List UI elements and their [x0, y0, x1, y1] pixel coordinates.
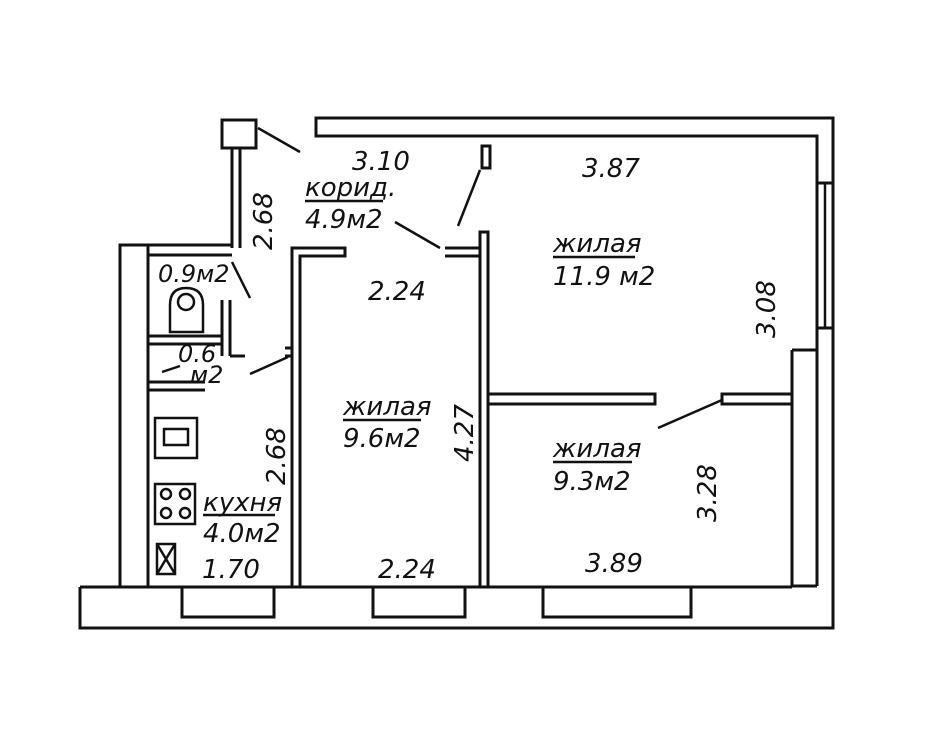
dim-bottom-right-height: 3.28: [693, 464, 723, 522]
dim-corridor-width: 3.10: [352, 147, 410, 177]
dimension-labels: 3.10 2.68 2.24 2.24 4.27 2.68 1.70 3.87 …: [202, 147, 782, 585]
bathroom-area: 0.9м2: [158, 260, 230, 288]
dim-middle-top: 2.24: [368, 277, 426, 307]
living-top-right-area: 11.9 м2: [553, 262, 655, 292]
toilet-area-value: 0.6: [178, 340, 216, 368]
living-middle-name: жилая: [342, 392, 432, 422]
dim-middle-height: 4.27: [450, 404, 480, 462]
interior-walls: [148, 144, 794, 589]
dim-kitchen-height: 2.68: [262, 427, 292, 485]
living-middle-area: 9.6м2: [343, 424, 421, 454]
kitchen-name: кухня: [203, 488, 282, 518]
kitchen-area: 4.0м2: [203, 519, 281, 549]
dim-top-right-height: 3.08: [752, 280, 782, 338]
toilet-icon: [168, 286, 205, 334]
stove-icon: [153, 482, 197, 526]
vent-box-icon: [155, 542, 177, 576]
dim-middle-bottom: 2.24: [378, 555, 436, 585]
doors: [230, 169, 723, 430]
living-bottom-right-name: жилая: [552, 434, 642, 464]
vent-shaft: [220, 118, 301, 248]
dim-top-right-width: 3.87: [582, 154, 640, 184]
dim-bottom-right-width: 3.89: [585, 549, 643, 579]
sink-icon: [153, 416, 199, 460]
toilet-area-unit: м2: [190, 361, 223, 389]
fixtures: [153, 286, 205, 576]
corridor-name: корид.: [305, 173, 396, 203]
dim-corridor-height: 2.68: [249, 192, 279, 250]
dim-kitchen-width: 1.70: [202, 555, 260, 585]
living-top-right-name: жилая: [552, 229, 642, 259]
windows: [180, 585, 693, 619]
corridor-area: 4.9м2: [305, 205, 383, 235]
living-bottom-right-area: 9.3м2: [553, 467, 631, 497]
room-labels: корид. 4.9м2 0.9м2 0.6 м2 кухня 4.0м2 жи…: [158, 173, 655, 549]
